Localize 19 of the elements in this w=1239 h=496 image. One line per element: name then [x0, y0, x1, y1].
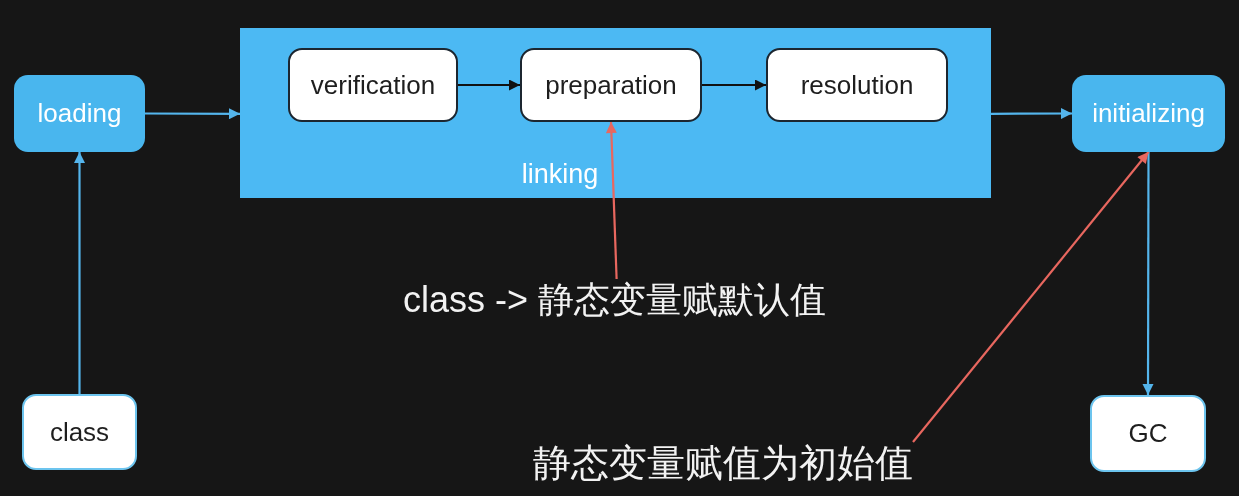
arrow: [702, 79, 766, 91]
arrow: [458, 79, 520, 91]
arrow: [145, 108, 240, 120]
stage-box: class: [22, 394, 137, 470]
annotation-text: 静态变量赋值为初始值: [533, 442, 913, 486]
arrow: [912, 151, 1150, 443]
group-label: linking: [521, 159, 599, 191]
step-box: verification: [288, 48, 458, 122]
arrow: [1142, 152, 1154, 395]
annotation-text: class -> 静态变量赋默认值: [403, 279, 827, 321]
stage-box: initializing: [1072, 75, 1225, 152]
arrow: [74, 152, 85, 394]
step-box: resolution: [766, 48, 948, 122]
arrow: [605, 121, 618, 280]
arrow: [991, 108, 1072, 120]
step-box: preparation: [520, 48, 702, 122]
group-box: [240, 28, 991, 198]
stage-box: GC: [1090, 395, 1206, 472]
stage-box: loading: [14, 75, 145, 152]
